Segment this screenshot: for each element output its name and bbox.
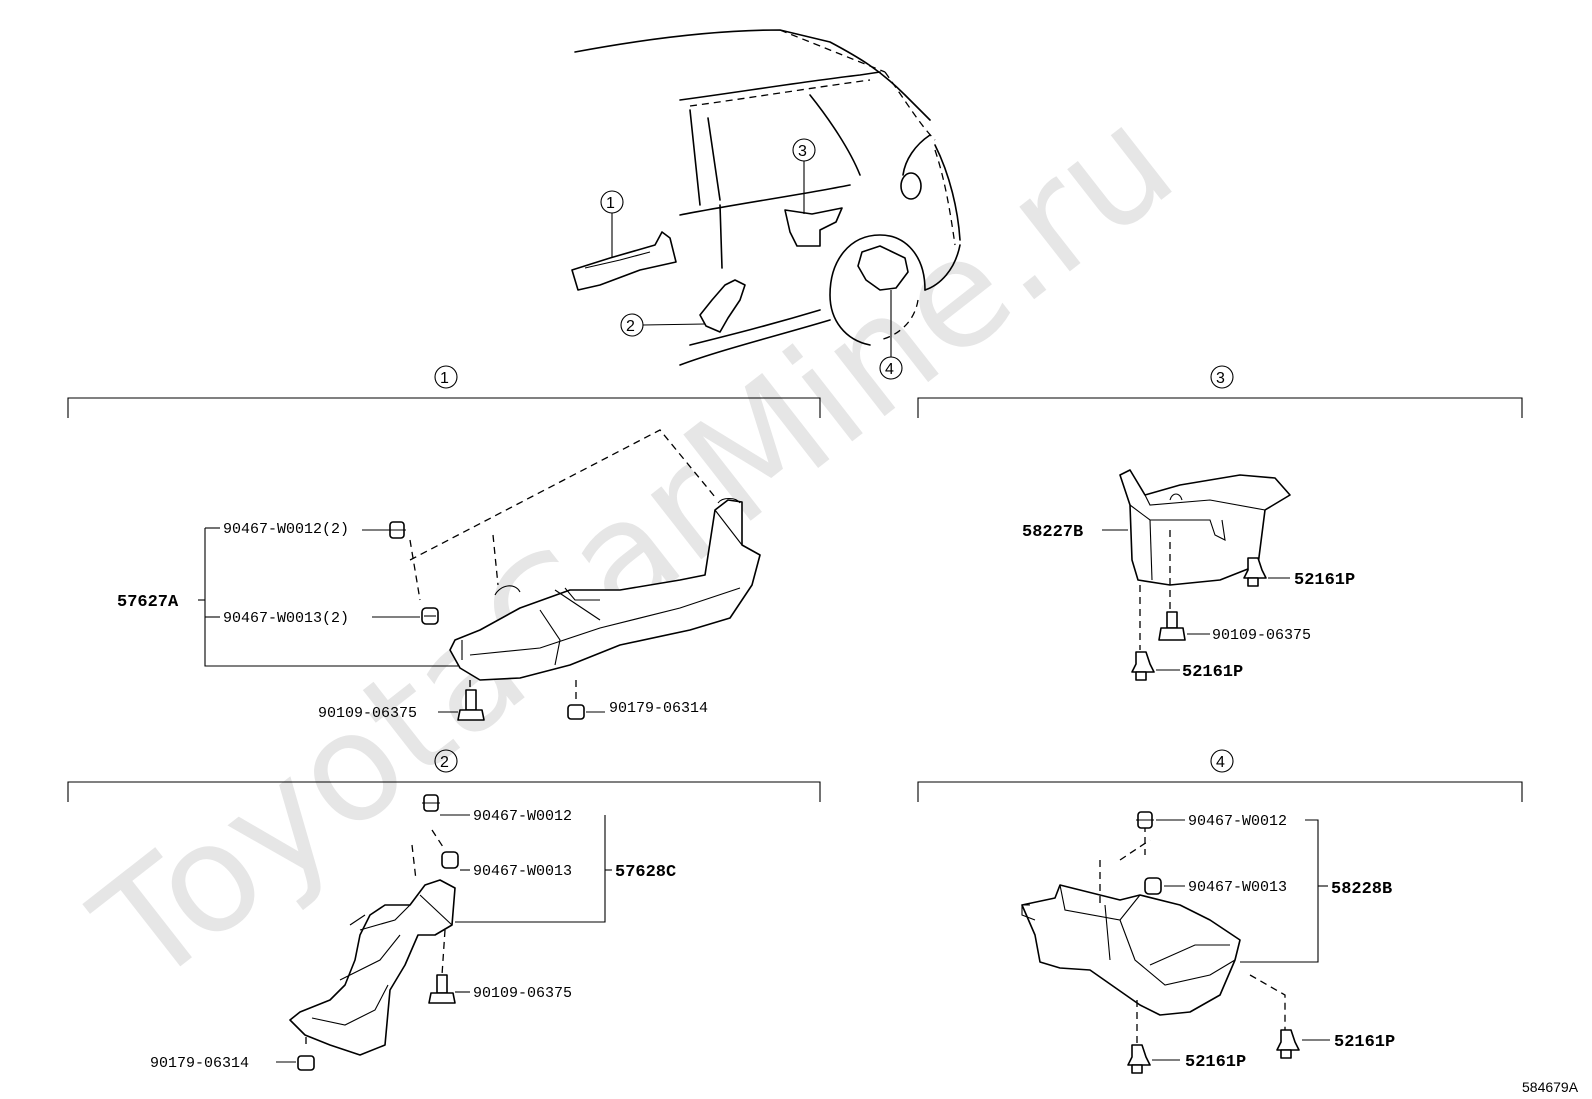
grommet-icon (441, 851, 459, 869)
part-number: 90109-06375 (473, 985, 572, 1002)
section-1: 1 (67, 365, 821, 722)
bolt-icon (457, 689, 485, 721)
part-number: 90467-W0012 (1188, 813, 1287, 830)
car-overview: 1 2 3 4 (571, 29, 961, 380)
clip-icon (1243, 557, 1267, 587)
part-number: 90467-W0013 (473, 863, 572, 880)
callout-2: 2 (626, 318, 635, 335)
callout-1: 1 (606, 195, 615, 212)
part-number: 52161P (1185, 1053, 1246, 1072)
section-2: 2 90467-W0012 90467- (67, 749, 821, 1072)
callout-3: 3 (798, 143, 807, 160)
section-1-number: 1 (440, 370, 449, 387)
part-number: 52161P (1182, 663, 1243, 682)
assembly-number: 58228B (1331, 880, 1392, 899)
clip-icon (422, 794, 440, 812)
clip-icon (388, 521, 406, 539)
section-4: 4 90467-W001 (917, 749, 1523, 1074)
part-number: 90467-W0013 (1188, 879, 1287, 896)
part-number: 90179-06314 (609, 700, 708, 717)
clip-icon (1136, 811, 1154, 829)
nut-icon (297, 1055, 315, 1071)
part-number: 90109-06375 (1212, 627, 1311, 644)
part-number: 90467-W0012(2) (223, 521, 349, 538)
assembly-number: 57628C (615, 863, 676, 882)
assembly-number: 57627A (117, 593, 179, 612)
section-2-number: 2 (440, 754, 449, 771)
grommet-icon (1144, 877, 1162, 895)
bolt-icon (428, 974, 456, 1004)
section-3-number: 3 (1216, 370, 1225, 387)
section-4-number: 4 (1216, 754, 1225, 771)
section-3: 3 58227B 52161P 90109-06375 52161P (917, 365, 1523, 682)
clip-icon (1131, 651, 1155, 681)
grommet-icon (421, 607, 439, 625)
part-number: 90467-W0013(2) (223, 610, 349, 627)
assembly-number: 58227B (1022, 523, 1083, 542)
callout-4: 4 (885, 361, 894, 378)
clip-icon (1276, 1029, 1300, 1059)
part-number: 52161P (1334, 1033, 1395, 1052)
diagram-code: 584679A (1522, 1079, 1579, 1095)
clip-icon (1127, 1044, 1151, 1074)
nut-icon (567, 704, 585, 720)
part-number: 90179-06314 (150, 1055, 249, 1072)
part-number: 52161P (1294, 571, 1355, 590)
part-number: 90109-06375 (318, 705, 417, 722)
bolt-icon (1158, 611, 1186, 641)
part-number: 90467-W0012 (473, 808, 572, 825)
